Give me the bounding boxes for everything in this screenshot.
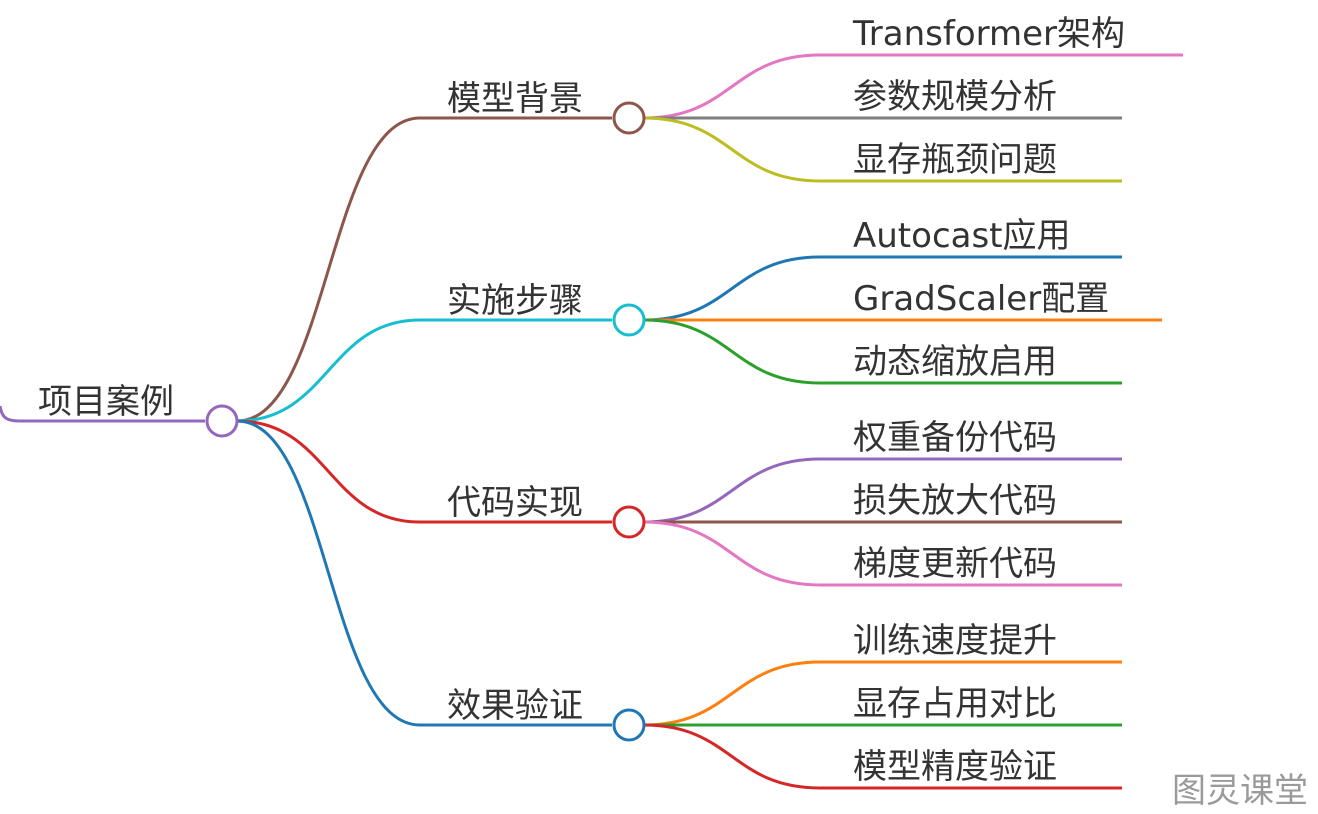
leaf-node-label: 梯度更新代码	[853, 544, 1057, 584]
branch-node-circle	[612, 303, 646, 337]
mindmap-edges	[0, 53, 1183, 790]
branch-edge	[236, 419, 612, 727]
leaf-edge	[643, 116, 1122, 183]
root-node-circle	[205, 404, 239, 438]
branch-node-circle	[612, 708, 646, 742]
branch-node-label: 模型背景	[447, 79, 583, 119]
leaf-edge	[643, 723, 1122, 790]
leaf-edge	[643, 457, 1122, 524]
leaf-node-label: 损失放大代码	[853, 481, 1057, 521]
branch-node-label: 效果验证	[447, 686, 583, 726]
branch-edge	[236, 318, 612, 423]
watermark: 图灵课堂	[1172, 771, 1308, 811]
leaf-edge	[643, 660, 1122, 727]
leaf-node-label: Autocast应用	[853, 216, 1071, 256]
branch-node-circle	[612, 101, 646, 135]
branch-node-label: 代码实现	[447, 483, 583, 523]
leaf-edge	[643, 318, 1122, 385]
leaf-node-label: 权重备份代码	[853, 418, 1057, 458]
leaf-node-label: 显存瓶颈问题	[853, 140, 1057, 180]
leaf-node-label: 动态缩放启用	[853, 342, 1057, 382]
leaf-edge	[643, 255, 1122, 322]
leaf-node-label: Transformer架构	[852, 14, 1125, 54]
branch-node-label: 实施步骤	[447, 281, 583, 321]
leaf-node-label: 显存占用对比	[853, 684, 1057, 724]
leaf-edge	[643, 520, 1122, 587]
branch-node-circle	[612, 505, 646, 539]
branch-edge	[236, 116, 612, 423]
branch-edge	[236, 419, 612, 524]
leaf-node-label: 参数规模分析	[853, 77, 1057, 117]
leaf-node-label: 训练速度提升	[853, 621, 1057, 661]
root-node-label: 项目案例	[38, 382, 174, 422]
leaf-node-label: 模型精度验证	[853, 747, 1057, 787]
leaf-edge	[643, 53, 1183, 120]
root-underline	[0, 405, 205, 423]
leaf-node-label: GradScaler配置	[853, 279, 1109, 319]
